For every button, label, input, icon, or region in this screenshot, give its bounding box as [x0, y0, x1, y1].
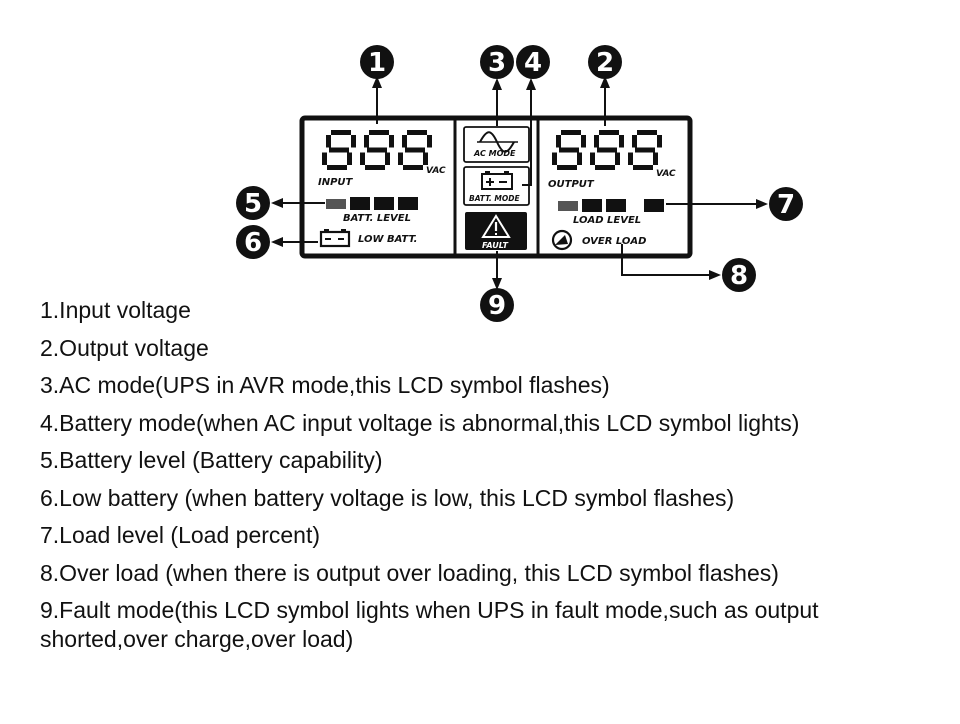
digit-segment — [590, 152, 595, 165]
digit-segment — [364, 135, 369, 148]
ac-mode-box — [463, 126, 530, 163]
legend-item: 3.AC mode(UPS in AVR mode,this LCD symbo… — [40, 372, 610, 398]
battery-level-bars — [326, 197, 418, 210]
leader-lines — [271, 76, 768, 290]
over-load-icon — [551, 229, 573, 251]
low-battery-icon — [319, 229, 351, 248]
svg-text:7: 7 — [777, 190, 795, 220]
svg-text:1: 1 — [368, 48, 386, 78]
digit-segment — [398, 152, 403, 165]
legend-item: 4.Battery mode(when AC input voltage is … — [40, 409, 800, 436]
load-level-label: LOAD LEVEL — [573, 215, 641, 226]
svg-text:6: 6 — [244, 228, 262, 258]
digit-segment — [326, 135, 331, 148]
digit-segment — [615, 152, 620, 165]
svg-text:5: 5 — [244, 189, 262, 219]
legend-list: 1.Input voltage 2.Output voltage 3.AC mo… — [40, 292, 940, 654]
svg-text:9: 9 — [488, 291, 506, 321]
digit-segment — [581, 135, 586, 148]
digit-segment — [577, 152, 582, 165]
digit-segment — [653, 152, 658, 165]
legend-item: 6.Low battery (when battery voltage is l… — [40, 484, 735, 511]
output-unit: VAC — [656, 169, 676, 179]
fault-label: FAULT — [482, 241, 509, 250]
digit-segment — [405, 147, 425, 153]
digit-segment — [367, 147, 387, 153]
digit-segment — [559, 147, 579, 153]
legend-item: 5.Battery level (Battery capability) — [40, 447, 383, 473]
digit-segment — [619, 135, 624, 148]
digit-segment — [552, 152, 557, 165]
digit-segment — [389, 135, 394, 148]
digit-segment — [407, 130, 427, 135]
svg-text:8: 8 — [730, 261, 748, 291]
over-load-label: OVER LOAD — [582, 236, 646, 247]
digit-segment — [637, 130, 657, 135]
callout-2: 2 — [588, 45, 622, 79]
svg-text:4: 4 — [524, 48, 542, 78]
legend-item: 7.Load level (Load percent) — [40, 522, 321, 548]
digit-segment — [327, 165, 347, 170]
legend-item: 9.Fault mode(this LCD symbol lights when… — [40, 597, 819, 652]
input-voltage-digits — [322, 130, 432, 170]
callout-4: 4 — [516, 45, 550, 79]
callout-7: 7 — [769, 187, 803, 221]
digit-segment — [402, 135, 407, 148]
batt-mode-label: BATT. MODE — [469, 194, 520, 203]
legend-item: 2.Output voltage — [40, 334, 209, 361]
digit-segment — [360, 152, 365, 165]
digit-segment — [595, 165, 615, 170]
digit-segment — [628, 152, 633, 165]
digit-segment — [423, 152, 428, 165]
digit-segment — [385, 152, 390, 165]
warning-triangle-icon — [481, 214, 511, 238]
digit-segment — [556, 135, 561, 148]
callout-8: 8 — [722, 258, 756, 292]
legend-item: 8.Over load (when there is output over l… — [40, 559, 779, 586]
digit-segment — [635, 147, 655, 153]
svg-text:2: 2 — [596, 48, 614, 78]
low-batt-label: LOW BATT. — [358, 234, 417, 245]
output-label: OUTPUT — [548, 179, 595, 190]
batt-level-label: BATT. LEVEL — [343, 213, 411, 224]
digit-segment — [594, 135, 599, 148]
output-voltage-digits — [552, 130, 662, 170]
digit-segment — [329, 147, 349, 153]
ac-mode-label: AC MODE — [473, 149, 516, 158]
callout-6: 6 — [236, 225, 270, 259]
digit-segment — [561, 130, 581, 135]
digit-segment — [557, 165, 577, 170]
digit-segment — [427, 135, 432, 148]
digit-segment — [599, 130, 619, 135]
callout-3: 3 — [480, 45, 514, 79]
digit-segment — [633, 165, 653, 170]
svg-text:3: 3 — [488, 48, 506, 78]
digit-segment — [597, 147, 617, 153]
callout-1: 1 — [360, 45, 394, 79]
legend-item: 1.Input voltage — [40, 297, 191, 323]
lcd-panel-diagram: VAC INPUT VAC OUTPUT BATT. LEVEL LOW BAT… — [236, 45, 803, 322]
callout-9: 9 — [480, 288, 514, 322]
digit-segment — [632, 135, 637, 148]
digit-segment — [369, 130, 389, 135]
input-label: INPUT — [318, 177, 354, 188]
digit-segment — [657, 135, 662, 148]
digit-segment — [331, 130, 351, 135]
input-unit: VAC — [426, 166, 446, 176]
digit-segment — [347, 152, 352, 165]
digit-segment — [351, 135, 356, 148]
callout-5: 5 — [236, 186, 270, 220]
digit-segment — [365, 165, 385, 170]
digit-segment — [403, 165, 423, 170]
digit-segment — [322, 152, 327, 165]
battery-plus-minus-icon — [481, 171, 513, 190]
load-level-bars — [558, 199, 664, 212]
